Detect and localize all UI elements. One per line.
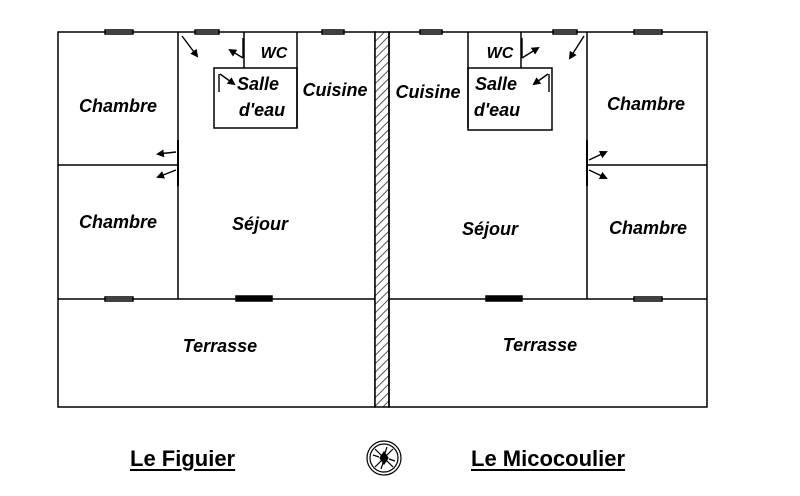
salle-deau-right [467,67,553,131]
windows-right [419,29,663,302]
separating-wall [374,31,390,408]
room-label-salle-left: Salle [237,74,279,94]
house-name-le-figuier: Le Figuier [130,446,236,471]
room-label-terrasse-right: Terrasse [503,335,577,355]
house-name-le-micocoulier: Le Micocoulier [471,446,626,471]
room-label-cuisine-right: Cuisine [395,82,460,102]
doors-right [521,35,608,186]
salle-deau-left [213,67,298,129]
room-label-wc-left: WC [261,45,288,62]
room-label-deau-left: d'eau [239,100,285,120]
room-label-chambre-top-right: Chambre [607,94,685,114]
room-label-cuisine-left: Cuisine [302,80,367,100]
house-le-micocoulier [388,31,708,408]
outer-wall-right [388,31,708,408]
doors-left [156,35,244,186]
compass-rose-icon [366,440,402,476]
room-label-chambre-bottom-left: Chambre [79,212,157,232]
room-label-chambre-bottom-right: Chambre [609,218,687,238]
windows-left [104,29,345,302]
room-label-chambre-top-left: Chambre [79,96,157,116]
room-label-sejour-right: Séjour [462,219,519,239]
room-label-deau-right: d'eau [474,100,520,120]
room-label-salle-right: Salle [475,74,517,94]
room-label-wc-right: WC [487,45,514,62]
room-label-terrasse-left: Terrasse [183,336,257,356]
room-label-sejour-left: Séjour [232,214,289,234]
